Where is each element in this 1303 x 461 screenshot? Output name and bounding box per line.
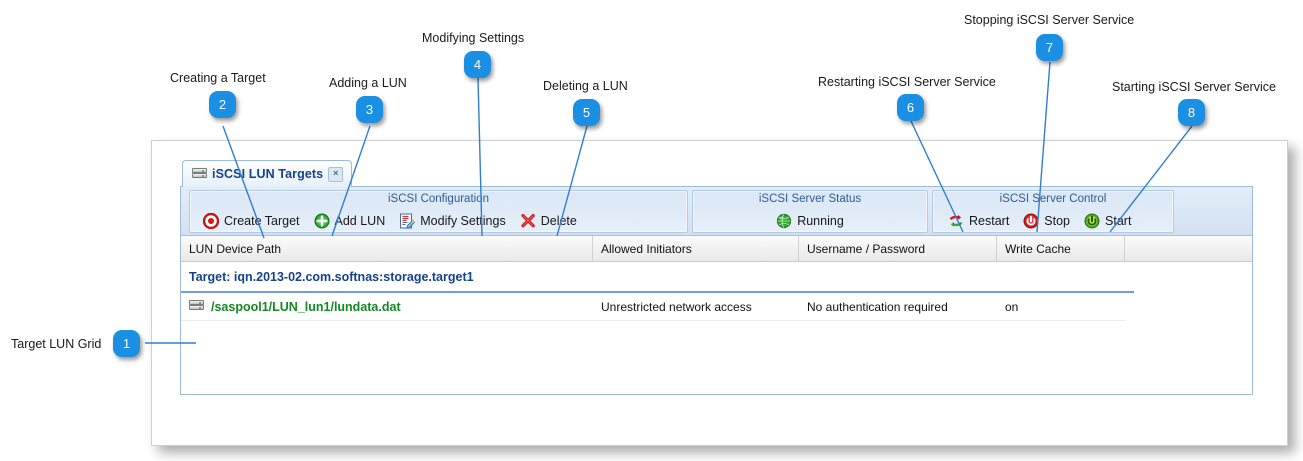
toolbar-group-items: Restart Stop — [933, 210, 1181, 231]
target-lun-grid[interactable]: LUN Device Path Allowed Initiators Usern… — [181, 236, 1252, 394]
toolbar-group-iscsi-server-status: iSCSI Server Status Running — [692, 190, 928, 233]
green-globe-icon — [776, 213, 792, 229]
toolbar-group-items: Running — [693, 210, 927, 231]
callout-label-3: Adding a LUN — [329, 76, 407, 90]
column-header-write-cache[interactable]: Write Cache — [997, 236, 1125, 261]
cell-allowed-initiators: Unrestricted network access — [601, 299, 752, 314]
modify-settings-label: Modify Settings — [420, 213, 506, 228]
red-power-icon — [1023, 213, 1039, 229]
server-status-indicator: Running — [769, 213, 851, 229]
restart-label: Restart — [969, 213, 1010, 228]
cell-username-password: No authentication required — [807, 299, 948, 314]
document-edit-icon — [399, 213, 416, 229]
cell-lun-device-path: /saspool1/LUN_lun1/lundata.dat — [181, 300, 593, 314]
callout-label-8: Starting iSCSI Server Service — [1112, 80, 1276, 94]
toolbar-group-iscsi-server-control: iSCSI Server Control Restart — [932, 190, 1174, 233]
start-label: Start — [1105, 213, 1132, 228]
stop-label: Stop — [1044, 213, 1071, 228]
toolbar-group-iscsi-configuration: iSCSI Configuration Create Target — [189, 190, 688, 233]
target-icon — [202, 212, 220, 229]
toolbar-group-title: iSCSI Server Control — [999, 193, 1107, 205]
drive-icon — [189, 300, 204, 313]
start-button[interactable]: Start — [1077, 213, 1138, 229]
column-header-allowed-initiators[interactable]: Allowed Initiators — [593, 236, 799, 261]
callout-badge-2[interactable]: 2 — [209, 91, 236, 118]
callout-label-6: Restarting iSCSI Server Service — [818, 75, 996, 89]
green-power-icon — [1084, 213, 1100, 229]
tab-iscsi-lun-targets[interactable]: iSCSI LUN Targets × — [182, 160, 353, 187]
toolbar-group-title: iSCSI Configuration — [388, 193, 489, 205]
restart-arrows-icon — [948, 213, 964, 229]
callout-label-7: Stopping iSCSI Server Service — [964, 13, 1135, 27]
iscsi-lun-targets-window: iSCSI LUN Targets × iSCSI Configuration — [180, 160, 1253, 395]
callout-label-4: Modifying Settings — [422, 31, 525, 45]
toolbar-group-title: iSCSI Server Status — [758, 193, 862, 205]
column-header-username-password[interactable]: Username / Password — [799, 236, 997, 261]
callout-badge-5[interactable]: 5 — [573, 99, 600, 126]
window-body: iSCSI Configuration Create Target — [180, 187, 1253, 395]
callout-label-5: Deleting a LUN — [543, 79, 628, 93]
add-lun-button[interactable]: Add LUN — [307, 213, 393, 229]
close-icon[interactable]: × — [328, 166, 344, 182]
restart-button[interactable]: Restart — [941, 213, 1016, 229]
delete-label: Delete — [540, 213, 577, 228]
callout-badge-1[interactable]: 1 — [113, 330, 140, 357]
column-header-blank[interactable] — [1125, 236, 1252, 261]
add-lun-label: Add LUN — [334, 213, 386, 228]
stop-button[interactable]: Stop — [1016, 213, 1077, 229]
tab-title: iSCSI LUN Targets — [212, 167, 324, 181]
lun-path-value: /saspool1/LUN_lun1/lundata.dat — [211, 299, 401, 314]
grid-header-row: LUN Device Path Allowed Initiators Usern… — [181, 236, 1252, 262]
delete-button[interactable]: Delete — [513, 213, 584, 229]
cell-write-cache: on — [1005, 299, 1019, 314]
callout-badge-6[interactable]: 6 — [897, 94, 924, 121]
grid-group-row-target[interactable]: Target: iqn.2013-02.com.softnas:storage.… — [181, 262, 1134, 293]
column-header-lun-device-path[interactable]: LUN Device Path — [181, 236, 593, 261]
drive-icon — [192, 167, 207, 181]
grid-group-label: Target: iqn.2013-02.com.softnas:storage.… — [189, 269, 474, 284]
callout-label-2: Creating a Target — [170, 71, 266, 85]
table-row[interactable]: /saspool1/LUN_lun1/lundata.dat Unrestric… — [181, 293, 1126, 321]
callout-badge-4[interactable]: 4 — [464, 51, 491, 78]
create-target-label: Create Target — [224, 213, 300, 228]
red-x-icon — [520, 213, 536, 229]
callout-badge-7[interactable]: 7 — [1036, 34, 1063, 61]
create-target-button[interactable]: Create Target — [196, 212, 307, 229]
callout-badge-8[interactable]: 8 — [1178, 99, 1205, 126]
tab-strip: iSCSI LUN Targets × — [180, 160, 1253, 187]
server-status-label: Running — [797, 213, 844, 228]
toolbar-group-items: Create Target Add LUN — [190, 210, 693, 231]
add-circle-icon — [314, 213, 330, 229]
modify-settings-button[interactable]: Modify Settings — [392, 213, 512, 229]
callout-badge-3[interactable]: 3 — [356, 96, 383, 123]
callout-label-1: Target LUN Grid — [11, 337, 102, 351]
toolbar: iSCSI Configuration Create Target — [181, 187, 1252, 236]
